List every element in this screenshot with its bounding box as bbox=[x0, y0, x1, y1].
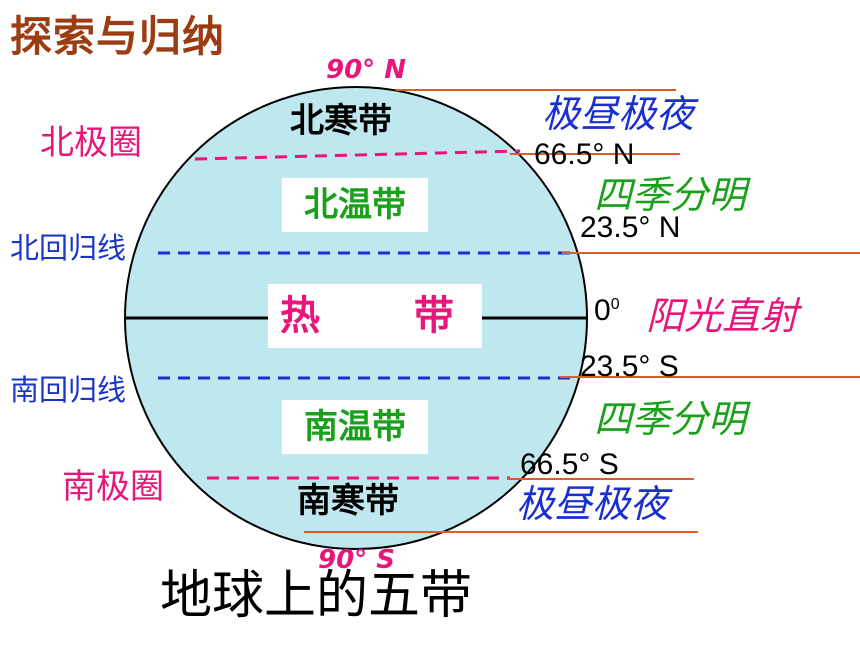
tropical-zone-label: 热 带 bbox=[268, 284, 482, 348]
polar-day-night-south-text: 极昼极夜 bbox=[516, 482, 669, 526]
south-temperate-zone-label: 南温带 bbox=[282, 400, 428, 454]
distinct-seasons-south-text: 四季分明 bbox=[594, 397, 747, 441]
antarctic-latitude-label: 66.5° S bbox=[520, 448, 619, 481]
direct-sunlight-text: 阳光直射 bbox=[646, 294, 799, 338]
north-temperate-zone-label: 北温带 bbox=[282, 178, 428, 232]
polar-day-night-north-text: 极昼极夜 bbox=[542, 92, 695, 136]
arctic-latitude-label: 66.5° N bbox=[534, 138, 635, 171]
south-frigid-zone-label: 南寒带 bbox=[297, 481, 399, 521]
page-title: 探索与归纳 bbox=[10, 12, 226, 61]
tropic-of-cancer-label: 北回归线 bbox=[10, 231, 127, 265]
tropic-of-capricorn-label: 南回归线 bbox=[10, 373, 127, 407]
diagram-caption: 地球上的五带 bbox=[160, 566, 473, 626]
cancer-latitude-label: 23.5° N bbox=[580, 211, 681, 244]
south-pole-label: 90° S bbox=[318, 545, 395, 575]
north-frigid-zone-label: 北寒带 bbox=[290, 101, 392, 141]
capricorn-latitude-label: 23.5° S bbox=[580, 350, 679, 383]
arctic-circle-line bbox=[194, 149, 521, 161]
antarctic-circle-label: 南极圈 bbox=[62, 467, 164, 507]
arctic-circle-label: 北极圈 bbox=[40, 123, 142, 163]
north-pole-label: 90° N bbox=[326, 55, 406, 85]
distinct-seasons-north-text: 四季分明 bbox=[594, 173, 747, 217]
equator-latitude-label: 00 bbox=[594, 294, 620, 327]
